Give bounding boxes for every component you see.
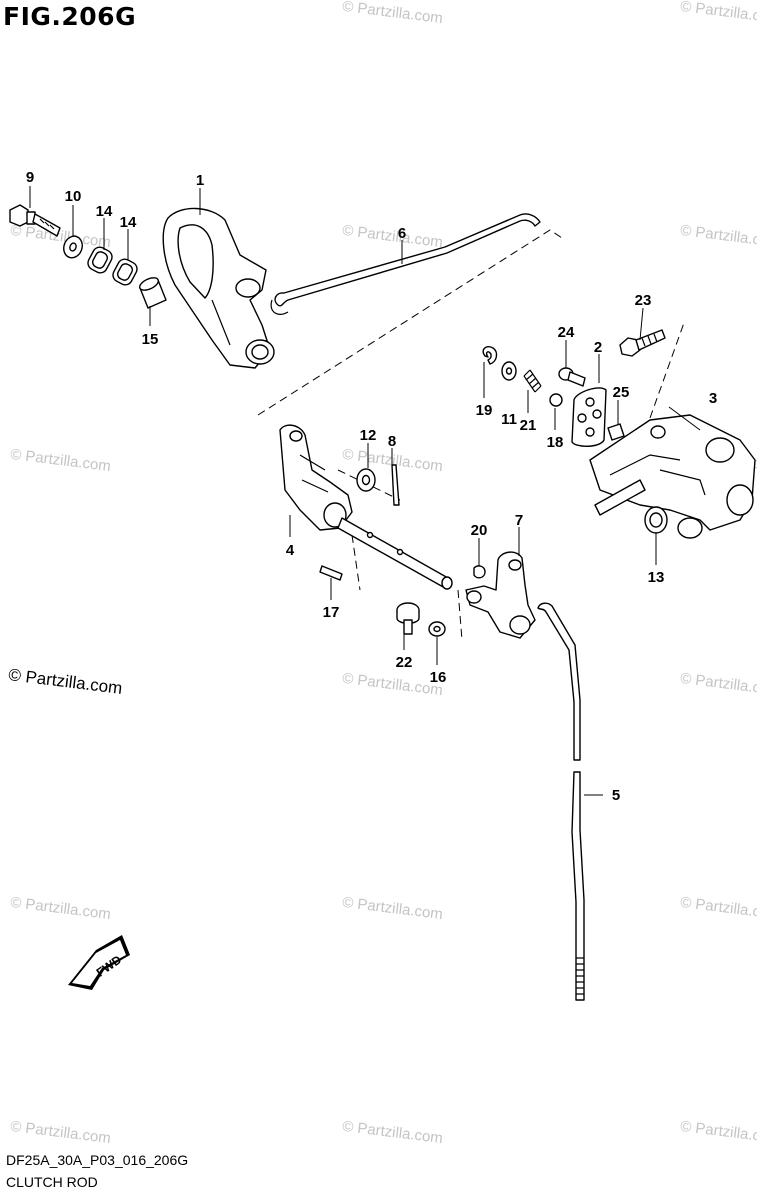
callout-25: 25 (613, 384, 630, 401)
part-20-clip (473, 565, 486, 579)
callout-labels: 1 2 3 4 5 6 7 8 9 10 11 12 13 14 14 15 1… (26, 169, 717, 804)
part-1-clutch-lever (162, 207, 275, 369)
part-11-washer (501, 361, 517, 381)
part-12-washer (356, 468, 376, 492)
callout-16: 16 (430, 669, 447, 686)
drawing-code: DF25A_30A_P03_016_206G (6, 1152, 189, 1168)
callout-22: 22 (396, 654, 413, 671)
leader-lines (29, 186, 701, 796)
part-14-bushing (87, 246, 113, 274)
part-9-bolt (9, 204, 61, 237)
figure-title: FIG.206G (3, 2, 137, 31)
callout-23: 23 (635, 292, 652, 309)
callout-24: 24 (558, 324, 575, 341)
callout-2: 2 (594, 339, 602, 356)
callout-18: 18 (547, 434, 564, 451)
part-2-detent-plate (571, 387, 607, 447)
callout-14: 14 (120, 214, 137, 231)
callout-14: 14 (96, 203, 113, 220)
part-25-key (607, 423, 625, 441)
part-7-shift-arm (465, 551, 536, 639)
part-8-cotter-pin (391, 464, 400, 506)
callout-7: 7 (515, 512, 523, 529)
part-4-lever-shaft (279, 424, 453, 590)
part-22-bolt (396, 602, 420, 635)
part-6-rod (270, 213, 541, 315)
callout-4: 4 (286, 542, 295, 559)
part-5-clutch-rod (537, 602, 585, 1001)
fwd-arrow-icon: FWD (68, 935, 130, 990)
figure-caption: CLUTCH ROD (6, 1174, 98, 1190)
callout-15: 15 (142, 331, 159, 348)
callout-1: 1 (196, 172, 204, 189)
callout-12: 12 (360, 427, 377, 444)
callout-19: 19 (476, 402, 493, 419)
callout-9: 9 (26, 169, 34, 186)
callout-10: 10 (65, 188, 82, 205)
part-15-sleeve (138, 277, 167, 309)
callout-6: 6 (398, 225, 406, 242)
callout-11: 11 (501, 411, 517, 428)
callout-5: 5 (612, 787, 620, 804)
part-16-washer (428, 621, 446, 637)
part-13-o-ring (644, 506, 668, 534)
part-21-spring (523, 369, 542, 393)
callout-8: 8 (388, 433, 396, 450)
callout-3: 3 (709, 390, 717, 407)
callout-13: 13 (648, 569, 665, 586)
part-14-bushing (112, 258, 138, 286)
callout-17: 17 (323, 604, 340, 621)
part-17-pin (319, 565, 343, 581)
part-23-bolt (619, 329, 666, 357)
part-10-washer (63, 235, 83, 259)
part-24-screw (558, 367, 586, 387)
callout-20: 20 (471, 522, 488, 539)
part-19-circlip (482, 346, 498, 365)
assembly-lines (257, 229, 686, 641)
callout-21: 21 (520, 417, 537, 434)
part-3-clutch-housing (589, 414, 756, 539)
part-18-ball (549, 393, 563, 407)
